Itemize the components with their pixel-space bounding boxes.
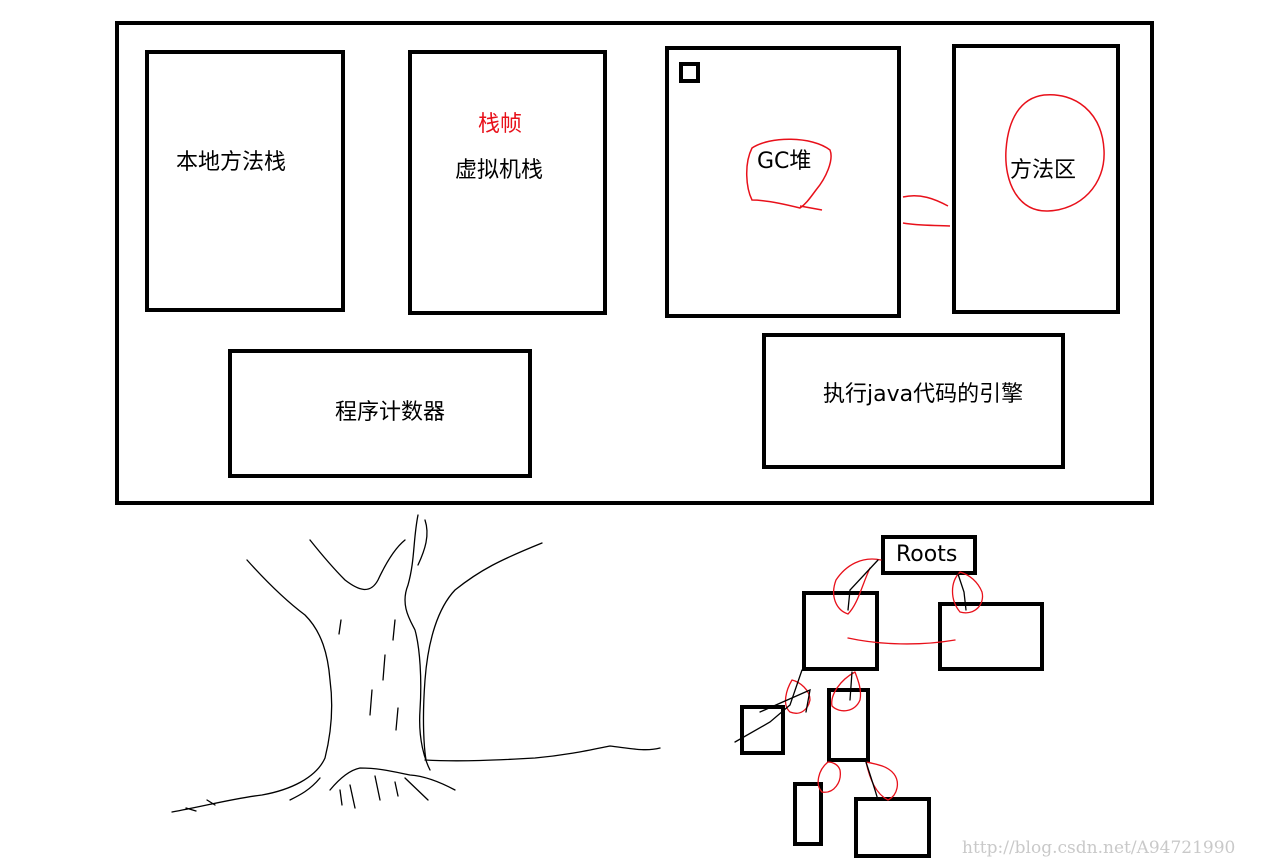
tree-node-f: [854, 797, 931, 858]
jvm-runtime-frame: [115, 21, 1154, 505]
heap-object-marker: [679, 62, 700, 83]
tree-node-e: [793, 782, 823, 846]
vm-stack-label: 虚拟机栈: [455, 158, 544, 183]
watermark: http://blog.csdn.net/A94721990: [962, 838, 1236, 858]
gc-heap-label: GC堆: [757, 149, 812, 174]
stack-frame-label: 栈帧: [478, 112, 523, 137]
roots-label: Roots: [896, 542, 958, 567]
roots-node: [881, 535, 977, 575]
execution-engine-label: 执行java代码的引擎: [823, 382, 1024, 407]
method-area-box: [952, 44, 1120, 314]
native-method-stack-label: 本地方法栈: [176, 150, 287, 175]
tree-node-d: [827, 688, 870, 762]
tree-sketch: [171, 514, 661, 813]
tree-node-b: [938, 602, 1044, 671]
vm-stack-box: [408, 50, 607, 315]
tree-node-c: [740, 705, 785, 755]
tree-node-a: [802, 591, 879, 671]
method-area-label: 方法区: [1010, 158, 1077, 183]
execution-engine-box: [762, 333, 1065, 469]
program-counter-box: [228, 349, 532, 478]
native-method-stack-box: [145, 50, 345, 312]
gc-heap-box: [665, 46, 901, 318]
program-counter-label: 程序计数器: [335, 400, 446, 425]
